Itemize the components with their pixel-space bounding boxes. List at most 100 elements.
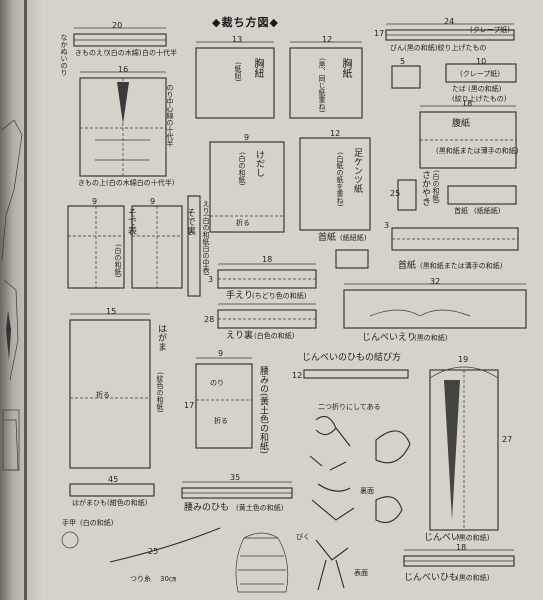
- kubi-sub: (紙紐紙): [340, 234, 367, 242]
- jinbei-tie-diagrams: [303, 369, 411, 591]
- dim-26: 25: [390, 189, 401, 198]
- dim-3-a: 3: [208, 275, 214, 284]
- dim-27: 27: [502, 435, 513, 444]
- bin-strip: [385, 29, 515, 41]
- hara-piece: [419, 111, 517, 169]
- jinbei-ura-label: 裏面: [360, 487, 374, 495]
- eri-vertical-strip: [187, 195, 201, 297]
- dim-9-a: 9: [92, 197, 98, 206]
- hagama-label: はがま: [156, 324, 166, 351]
- koshi-vertical: 腰みの(黄土色の和紙): [258, 366, 268, 455]
- sode-note: (白の和紙): [114, 244, 122, 278]
- jinbei-label: じんべい: [424, 533, 461, 543]
- kimono-upper-vertical: なかぬいのり: [60, 34, 68, 76]
- ashi-sub: (白紙の紙を重ね): [336, 152, 344, 207]
- jinbei-himo-sub: (黒の和紙): [456, 574, 490, 582]
- dim-35: 35: [230, 473, 241, 482]
- koshi-fold: 折る: [214, 417, 228, 425]
- teeri-strip: [217, 269, 317, 289]
- kimono-upper-bottom: きもの上(白の木綿白の十代半): [78, 179, 175, 187]
- jinbei-eri: [343, 289, 527, 329]
- dim-18-a: 18: [262, 255, 273, 264]
- dim-17: 17: [184, 401, 195, 410]
- dim-13: 13: [232, 35, 243, 44]
- sode-left-label: そで表: [126, 208, 136, 235]
- teeri-sub: (ちどり色の和紙): [252, 292, 307, 300]
- kedashi: [209, 141, 285, 233]
- dim-17-b: 17: [374, 29, 385, 38]
- koshi-nori: のり: [210, 379, 224, 387]
- kubi-kami-piece: [391, 227, 519, 251]
- dim-9-d: 9: [218, 349, 224, 358]
- sakaya: [397, 179, 417, 211]
- jinbei-himo: [403, 555, 515, 567]
- dim-24-a: 24: [444, 17, 455, 26]
- mune-pieces: [195, 47, 363, 119]
- tsuri-line: [109, 527, 221, 563]
- jinbei-omote-label: 表面: [354, 569, 368, 577]
- hagama-fold: 折る: [96, 391, 110, 399]
- jinbei-eri-label: じんべいえり: [362, 333, 417, 343]
- mune-sub-2: (黒、同じ紙重ね): [318, 58, 326, 113]
- dim-5-a: 5: [400, 57, 406, 66]
- kedashi-sub: (白の和紙): [238, 152, 246, 186]
- teeri-label: 手えり: [226, 291, 254, 301]
- kubi-small: [335, 249, 369, 269]
- tebi-sub: (白の和紙): [80, 519, 114, 527]
- jinbei-tie-note: 二つ折りにしてある: [318, 403, 381, 411]
- hara-small: [447, 185, 517, 205]
- kubi-label: 首紙: [318, 233, 337, 243]
- ashi-piece: [299, 137, 371, 231]
- kubiura-label: 首紙: [454, 207, 468, 215]
- hara-label: 腹紙: [452, 119, 471, 129]
- tabi-pieces: [391, 63, 517, 89]
- hagama: [69, 319, 155, 497]
- biku-basket: [235, 532, 289, 593]
- kimono-upper-vertical-2: のり中心線の十代半: [166, 84, 174, 147]
- kimono-eri-sub: (白の木綿): [108, 49, 142, 57]
- jinbei-himo-label: じんべいひも: [404, 573, 459, 583]
- kubi-kami-label: 首紙: [398, 261, 417, 271]
- eriura-label: えり裏: [226, 331, 254, 341]
- tebi-circle: [61, 531, 79, 549]
- jinbei-eri-sub: (黒の和紙): [414, 334, 448, 342]
- kedashi-fold: 折る: [236, 219, 250, 227]
- left-dark-shape: [6, 310, 11, 360]
- tebi-label: 手甲: [62, 519, 76, 527]
- dim-12-c: 12: [292, 371, 303, 380]
- dim-19: 19: [458, 355, 469, 364]
- koshi-himo-sub: (黄土色の和紙): [236, 504, 284, 512]
- dim-45: 45: [108, 475, 119, 484]
- dim-18-b: 18: [462, 99, 473, 108]
- jinbei-body: [429, 366, 499, 531]
- kubi-kami-sub: (黒和紙または溝手の和紙): [420, 262, 503, 270]
- kimono-eri-label: きものえり: [75, 49, 110, 57]
- eriura-strip: [217, 309, 317, 329]
- crepe-label-b: (クレープ紙): [460, 70, 501, 78]
- hagama-himo-label: はがまひも(紺色の和紙): [72, 499, 148, 507]
- binding-line: [24, 0, 27, 600]
- kimono-upper: [79, 77, 167, 177]
- dim-20: 20: [112, 21, 123, 30]
- koshimino: [195, 363, 253, 449]
- biku-label: びく: [296, 533, 310, 541]
- hagama-sub: (紋色の和紙): [156, 372, 164, 413]
- dim-15: 15: [106, 307, 117, 316]
- dim-25-line: 25: [148, 547, 159, 556]
- ashi-label: 足ケンツ紙: [352, 148, 362, 193]
- kimono-eri-strip: [73, 33, 167, 47]
- jinbei-sub: (黒の和紙): [456, 534, 490, 542]
- jinbei-tie-title: じんべいのひもの結び方: [302, 353, 402, 363]
- dim-16: 16: [118, 65, 129, 74]
- tsuri-label: つり糸: [130, 575, 151, 583]
- hara-sub: (黒和紙または薄手の和紙): [436, 147, 519, 155]
- mune-label-2: 胸紙: [340, 58, 351, 78]
- binhimo-sub: (紋り上げたもの): [452, 95, 507, 103]
- bin-label: ぴん(黒の和紙)絞り上げたもの: [390, 44, 487, 52]
- sakaya-label: さかやき: [420, 170, 430, 206]
- dim-32: 32: [430, 277, 441, 286]
- dim-10: 10: [476, 57, 487, 66]
- dim-12-a: 12: [322, 35, 333, 44]
